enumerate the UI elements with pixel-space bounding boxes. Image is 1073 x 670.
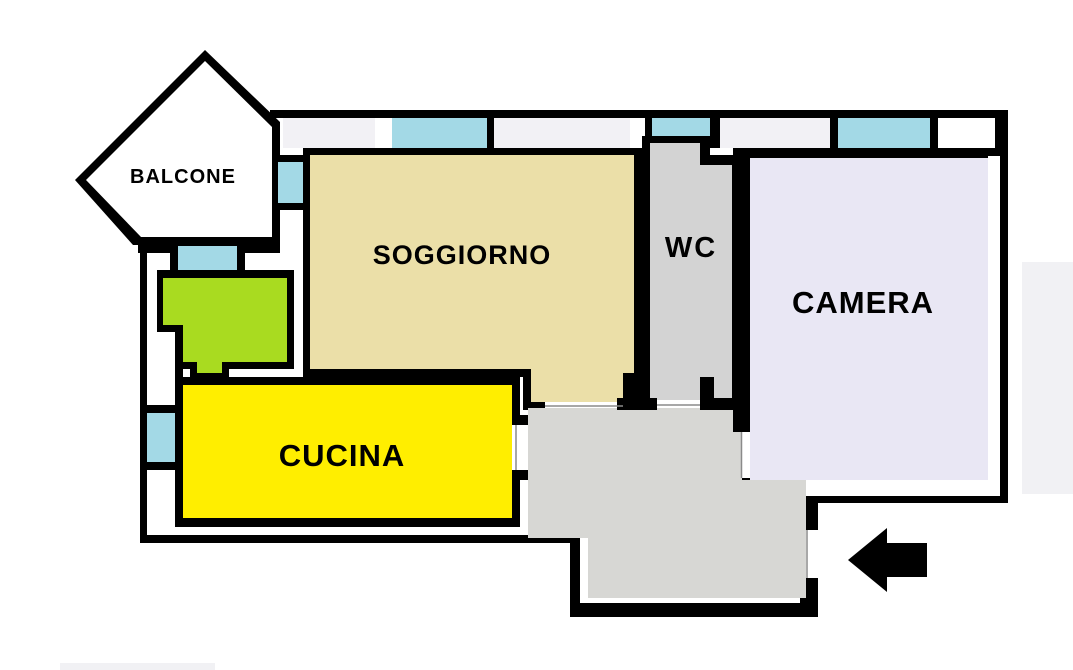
door-thresholds bbox=[515, 404, 808, 578]
side-windows bbox=[147, 162, 303, 462]
scan-artifact-bottom bbox=[60, 663, 215, 670]
green-room-wall bbox=[175, 362, 183, 382]
room-cucina bbox=[175, 377, 532, 527]
wc-floor bbox=[650, 143, 732, 403]
door-jamb bbox=[700, 377, 714, 410]
window bbox=[147, 413, 175, 462]
wc-label: WC bbox=[665, 232, 717, 264]
scan-artifact-right bbox=[1022, 262, 1073, 494]
top-wall bbox=[270, 110, 1008, 155]
room-camera bbox=[733, 148, 1008, 503]
door-jamb bbox=[623, 373, 637, 400]
room-labels: BALCONE SOGGIORNO WC CAMERA CUCINA bbox=[130, 166, 934, 473]
balcone-label: BALCONE bbox=[130, 166, 236, 188]
soggiorno-floor bbox=[310, 155, 634, 402]
window bbox=[278, 162, 303, 203]
room-wc bbox=[642, 136, 739, 410]
scan-artifacts bbox=[60, 262, 1073, 670]
window bbox=[838, 118, 930, 148]
door-jamb bbox=[617, 398, 657, 410]
camera-floor bbox=[750, 158, 988, 480]
camera-label: CAMERA bbox=[792, 285, 934, 320]
cucina-label: CUCINA bbox=[279, 438, 406, 473]
soggiorno-label: SOGGIORNO bbox=[373, 240, 552, 270]
cucina-floor bbox=[183, 385, 512, 518]
door-jamb bbox=[512, 470, 532, 480]
room-green bbox=[157, 270, 294, 382]
green-room-floor bbox=[163, 278, 287, 373]
entrance-arrow-icon bbox=[848, 528, 927, 592]
window bbox=[178, 246, 237, 270]
window bbox=[392, 118, 487, 148]
door-jamb bbox=[512, 415, 532, 425]
camera-inner-line bbox=[988, 156, 1000, 496]
room-hallway bbox=[528, 373, 806, 598]
room-balcone bbox=[75, 50, 280, 245]
top-wall-fill bbox=[283, 118, 830, 148]
room-soggiorno bbox=[303, 148, 642, 410]
balcone-floor bbox=[86, 61, 272, 237]
hallway-floor bbox=[528, 408, 806, 598]
